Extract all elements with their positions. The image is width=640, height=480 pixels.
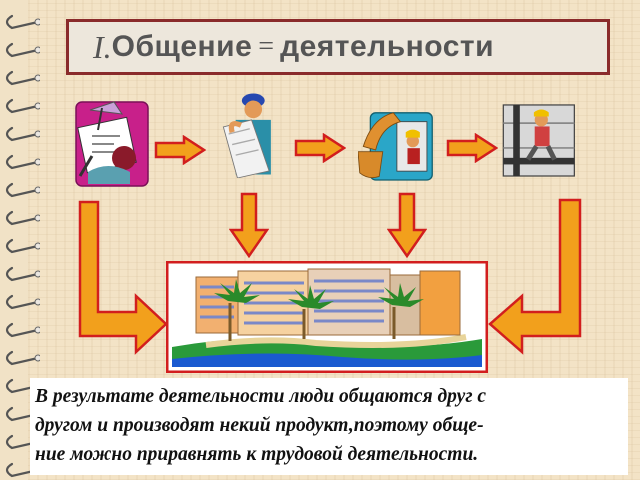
excavator-worker-icon: [358, 112, 433, 181]
conclusion-line-3: ние можно приравнять к трудовой деятельн…: [35, 444, 479, 465]
arrow-down-2: [387, 192, 427, 258]
drafting-lamp-icon: [75, 101, 149, 187]
arrow-bent-left: [78, 200, 168, 355]
title-equals-sign: =: [258, 31, 275, 62]
arrow-right-1: [154, 135, 206, 165]
title-word-communication: Общение: [111, 30, 253, 63]
construction-worker-scaffold-icon: [502, 104, 575, 177]
conclusion-text: В результате деятельности люди общаются …: [30, 378, 628, 475]
arrow-right-3: [446, 133, 498, 163]
arrow-right-2: [294, 133, 346, 163]
title-number: I.: [93, 28, 112, 65]
arrow-bent-right: [488, 198, 582, 355]
conclusion-line-2: другом и производят некий продукт,поэтом…: [35, 415, 484, 436]
arrow-down-1: [229, 192, 269, 258]
conclusion-line-1: В результате деятельности люди общаются …: [35, 386, 487, 407]
title-word-activity: деятельности: [280, 30, 495, 63]
finished-building-palms-icon: [166, 261, 488, 373]
engineer-with-plans-icon: [222, 93, 271, 178]
spiral-binding: [5, 14, 40, 478]
title-box: I. Общение = деятельности: [66, 19, 610, 75]
